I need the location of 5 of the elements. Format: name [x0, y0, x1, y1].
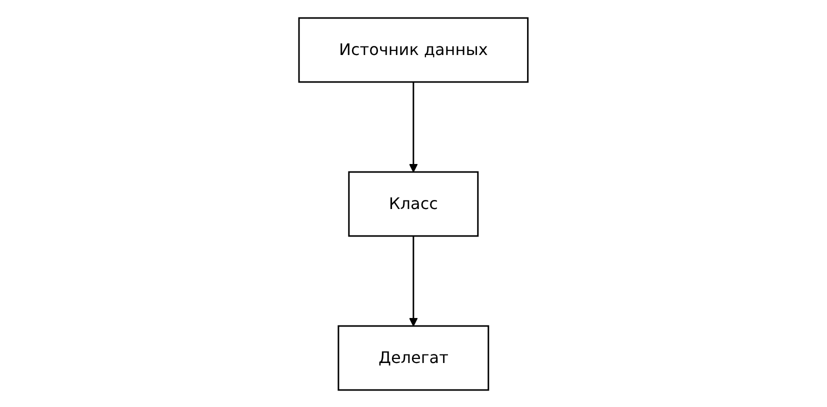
node-box: Делегат — [338, 324, 490, 390]
arrow — [409, 82, 418, 172]
node-box: Источник данных — [298, 16, 529, 82]
arrow — [409, 236, 418, 326]
node-box: Класс — [348, 170, 479, 236]
